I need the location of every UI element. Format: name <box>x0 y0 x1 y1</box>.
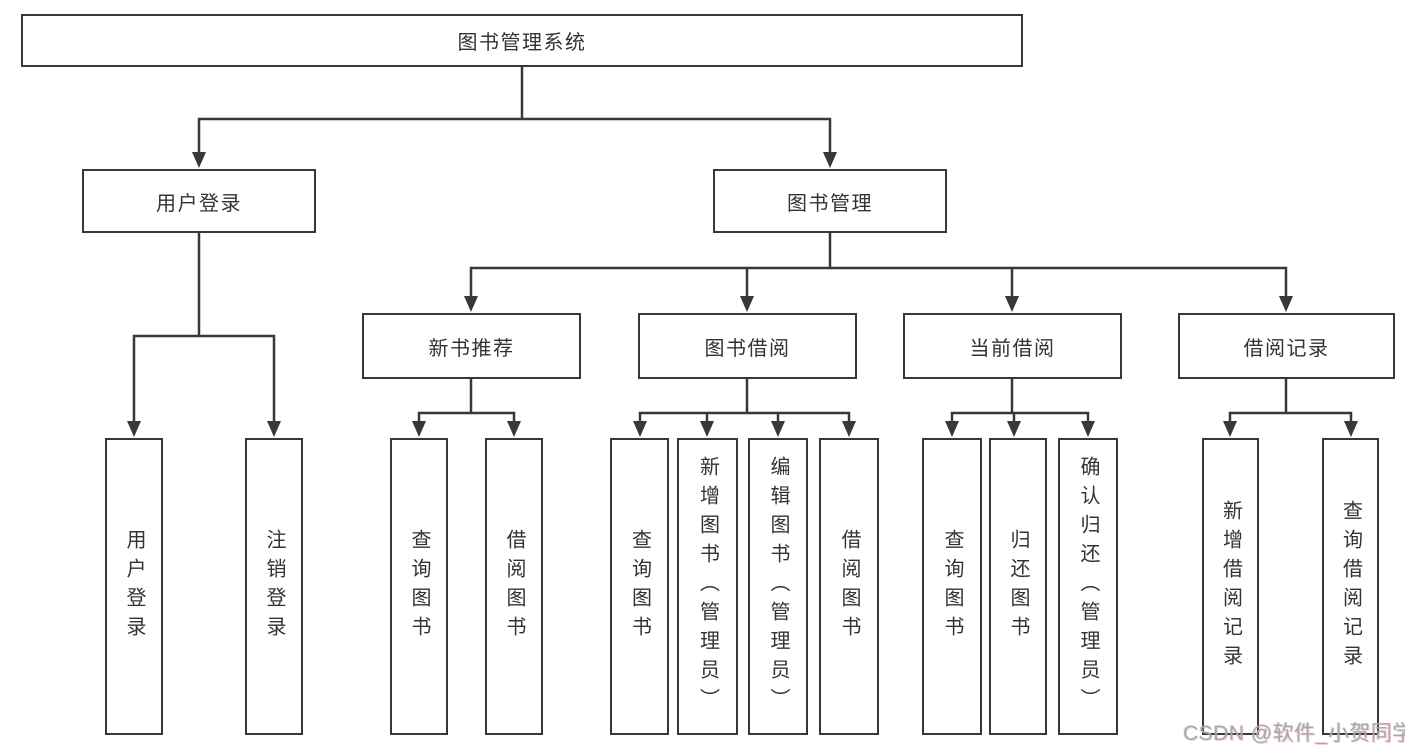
node-label: 借阅记录 <box>1243 337 1330 360</box>
leaf-search-borrow-record: 查询借阅记录 <box>1322 438 1379 735</box>
node-label: 当前借阅 <box>969 337 1056 360</box>
leaf-search-books-current: 查询图书 <box>922 438 982 735</box>
leaf-edit-book-admin: 编辑图书（管理员） <box>748 438 808 735</box>
leaf-label: 查询图书 <box>941 528 963 645</box>
edge-book-borrowing-children <box>633 411 856 437</box>
node-new-book-recommendation: 新书推荐 <box>362 313 581 379</box>
leaf-user-login: 用户登录 <box>105 438 163 735</box>
csdn-watermark: CSDN @软件_小贺同学 <box>1183 722 1405 745</box>
leaf-label: 查询图书 <box>628 528 651 645</box>
edge-borrowing-records-children <box>1223 411 1358 437</box>
leaf-search-books-borrowing: 查询图书 <box>610 438 669 735</box>
node-current-borrowing: 当前借阅 <box>903 313 1122 379</box>
node-user-login: 用户登录 <box>82 169 316 233</box>
leaf-add-borrow-record: 新增借阅记录 <box>1202 438 1259 735</box>
edge-current-borrowing-children <box>945 411 1095 437</box>
leaf-return-book: 归还图书 <box>989 438 1047 735</box>
leaf-search-books-recommendation: 查询图书 <box>390 438 448 735</box>
leaf-add-book-admin: 新增图书（管理员） <box>677 438 738 735</box>
node-label: 图书借阅 <box>704 337 791 360</box>
leaf-label: 借阅图书 <box>503 528 525 645</box>
node-borrowing-records: 借阅记录 <box>1178 313 1395 379</box>
leaf-label: 新增借阅记录 <box>1219 499 1242 674</box>
leaf-confirm-return-admin: 确认归还（管理员） <box>1058 438 1118 735</box>
node-book-borrowing: 图书借阅 <box>638 313 857 379</box>
leaf-label: 查询图书 <box>408 528 430 645</box>
leaf-label: 归还图书 <box>1007 528 1029 645</box>
leaf-label: 用户登录 <box>123 528 145 645</box>
leaf-label: 新增图书（管理员） <box>696 456 719 717</box>
leaf-label: 编辑图书（管理员） <box>767 456 789 717</box>
node-label: 图书管理 <box>787 192 873 215</box>
leaf-label: 借阅图书 <box>838 528 860 645</box>
node-label: 新书推荐 <box>428 337 515 360</box>
leaf-label: 确认归还（管理员） <box>1077 456 1099 717</box>
edge-user-login-children <box>127 334 281 437</box>
edge-new-book-children <box>412 411 521 437</box>
leaf-borrow-books: 借阅图书 <box>819 438 879 735</box>
leaf-borrow-books-recommendation: 借阅图书 <box>485 438 543 735</box>
node-book-management: 图书管理 <box>713 169 947 233</box>
node-library-management-system: 图书管理系统 <box>21 14 1023 67</box>
leaf-label: 查询借阅记录 <box>1339 499 1362 674</box>
leaf-logout: 注销登录 <box>245 438 303 735</box>
node-label: 图书管理系统 <box>457 32 587 54</box>
node-label: 用户登录 <box>156 192 242 215</box>
edge-book-management-children <box>464 266 1293 312</box>
edge-root-children <box>192 117 837 168</box>
leaf-label: 注销登录 <box>263 528 285 645</box>
